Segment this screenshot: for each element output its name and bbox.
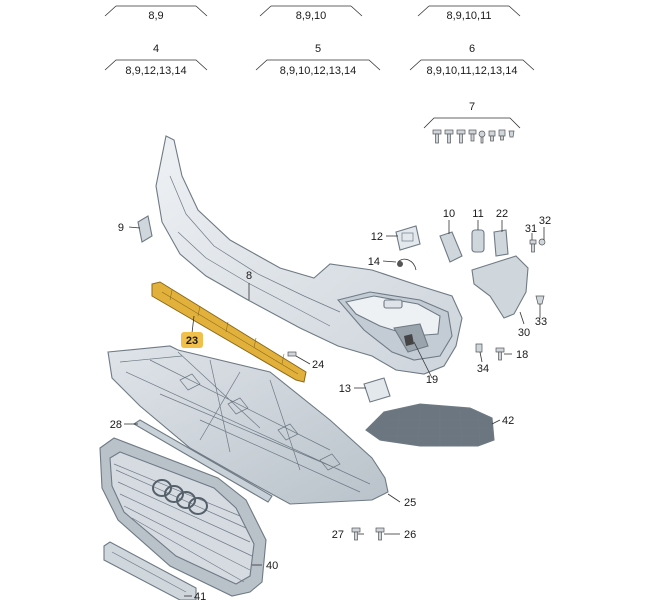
callout-12: 12 [371, 231, 383, 243]
bracket-part-19 [404, 334, 414, 346]
kit-group-6-refs: 8,9,10,11,12,13,14 [427, 65, 518, 77]
callout-41: 41 [194, 591, 206, 600]
kit-group-4: 4 8,9,12,13,14 [104, 43, 208, 77]
kit-group-2-refs: 8,9,10 [296, 10, 327, 22]
grille-surround-part-42 [365, 403, 495, 447]
sensor-part-11 [471, 229, 485, 253]
screw-part-24 [287, 351, 297, 357]
license-plate-holder-part-41 [103, 541, 197, 600]
callout-22: 22 [496, 208, 508, 220]
leader-lines [124, 220, 545, 597]
callout-31: 31 [525, 223, 537, 235]
callout-32: 32 [539, 215, 551, 227]
grille-part-40 [99, 437, 267, 597]
callout-19: 19 [426, 374, 438, 386]
clip-part-9 [137, 215, 153, 243]
callout-8: 8 [246, 270, 252, 282]
kit-group-3: 8,9,10,11 [417, 5, 521, 22]
callout-9: 9 [118, 222, 124, 234]
callout-10: 10 [443, 208, 455, 220]
rings-logo-icon [152, 479, 208, 515]
kit-group-1: 8,9 [104, 5, 208, 22]
holder-part-22 [493, 229, 509, 257]
kit-group-7: 7 [423, 101, 521, 144]
kit-group-3-refs: 8,9,10,11 [446, 10, 491, 22]
kit-group-6-id: 6 [469, 43, 475, 55]
bracket-part-23-highlighted [151, 281, 307, 383]
callout-28: 28 [110, 419, 122, 431]
cable-part-14 [397, 258, 417, 271]
screw-part-26 [375, 527, 385, 541]
callout-40: 40 [266, 560, 278, 572]
kit-group-4-id: 4 [153, 43, 159, 55]
cover-cap-part-12 [395, 225, 421, 251]
kit-group-5: 5 8,9,10,12,13,14 [255, 43, 381, 77]
callout-26: 26 [404, 529, 416, 541]
callout-24: 24 [312, 359, 324, 371]
kit-group-4-refs: 8,9,12,13,14 [125, 65, 186, 77]
clip-part-33 [535, 295, 545, 305]
callout-14: 14 [368, 256, 380, 268]
callout-25: 25 [404, 497, 416, 509]
callouts: 9 8 10 11 22 12 14 31 32 30 33 18 34 19 … [110, 208, 551, 600]
callout-23: 23 [186, 335, 198, 347]
cover-part-13 [363, 377, 391, 403]
callout-34: 34 [477, 363, 489, 375]
kit-group-7-id: 7 [469, 101, 475, 113]
callout-11: 11 [472, 208, 483, 220]
clip-part-34 [475, 343, 483, 353]
kit-group-2: 8,9,10 [259, 5, 363, 22]
side-bracket-part-30 [471, 255, 529, 319]
callout-30: 30 [518, 327, 530, 339]
screw-part-31 [529, 239, 537, 253]
kit-group-1-refs: 8,9 [148, 10, 163, 22]
bracket-part-10 [439, 231, 463, 263]
trim-strip-part-28 [132, 419, 273, 503]
fastener-set-icon [432, 129, 515, 144]
callout-33: 33 [535, 316, 547, 328]
screw-part-32 [538, 238, 546, 246]
callout-42: 42 [502, 415, 514, 427]
callout-23-badge: 23 [181, 332, 203, 348]
carrier-part-25 [107, 345, 389, 505]
kit-group-6: 6 8,9,10,11,12,13,14 [409, 43, 535, 77]
kit-group-5-id: 5 [315, 43, 321, 55]
kit-group-5-refs: 8,9,10,12,13,14 [280, 65, 356, 77]
callout-27: 27 [332, 529, 344, 541]
screw-part-18 [495, 347, 505, 361]
screw-part-27 [351, 527, 361, 541]
callout-13: 13 [339, 383, 351, 395]
callout-18: 18 [516, 349, 528, 361]
